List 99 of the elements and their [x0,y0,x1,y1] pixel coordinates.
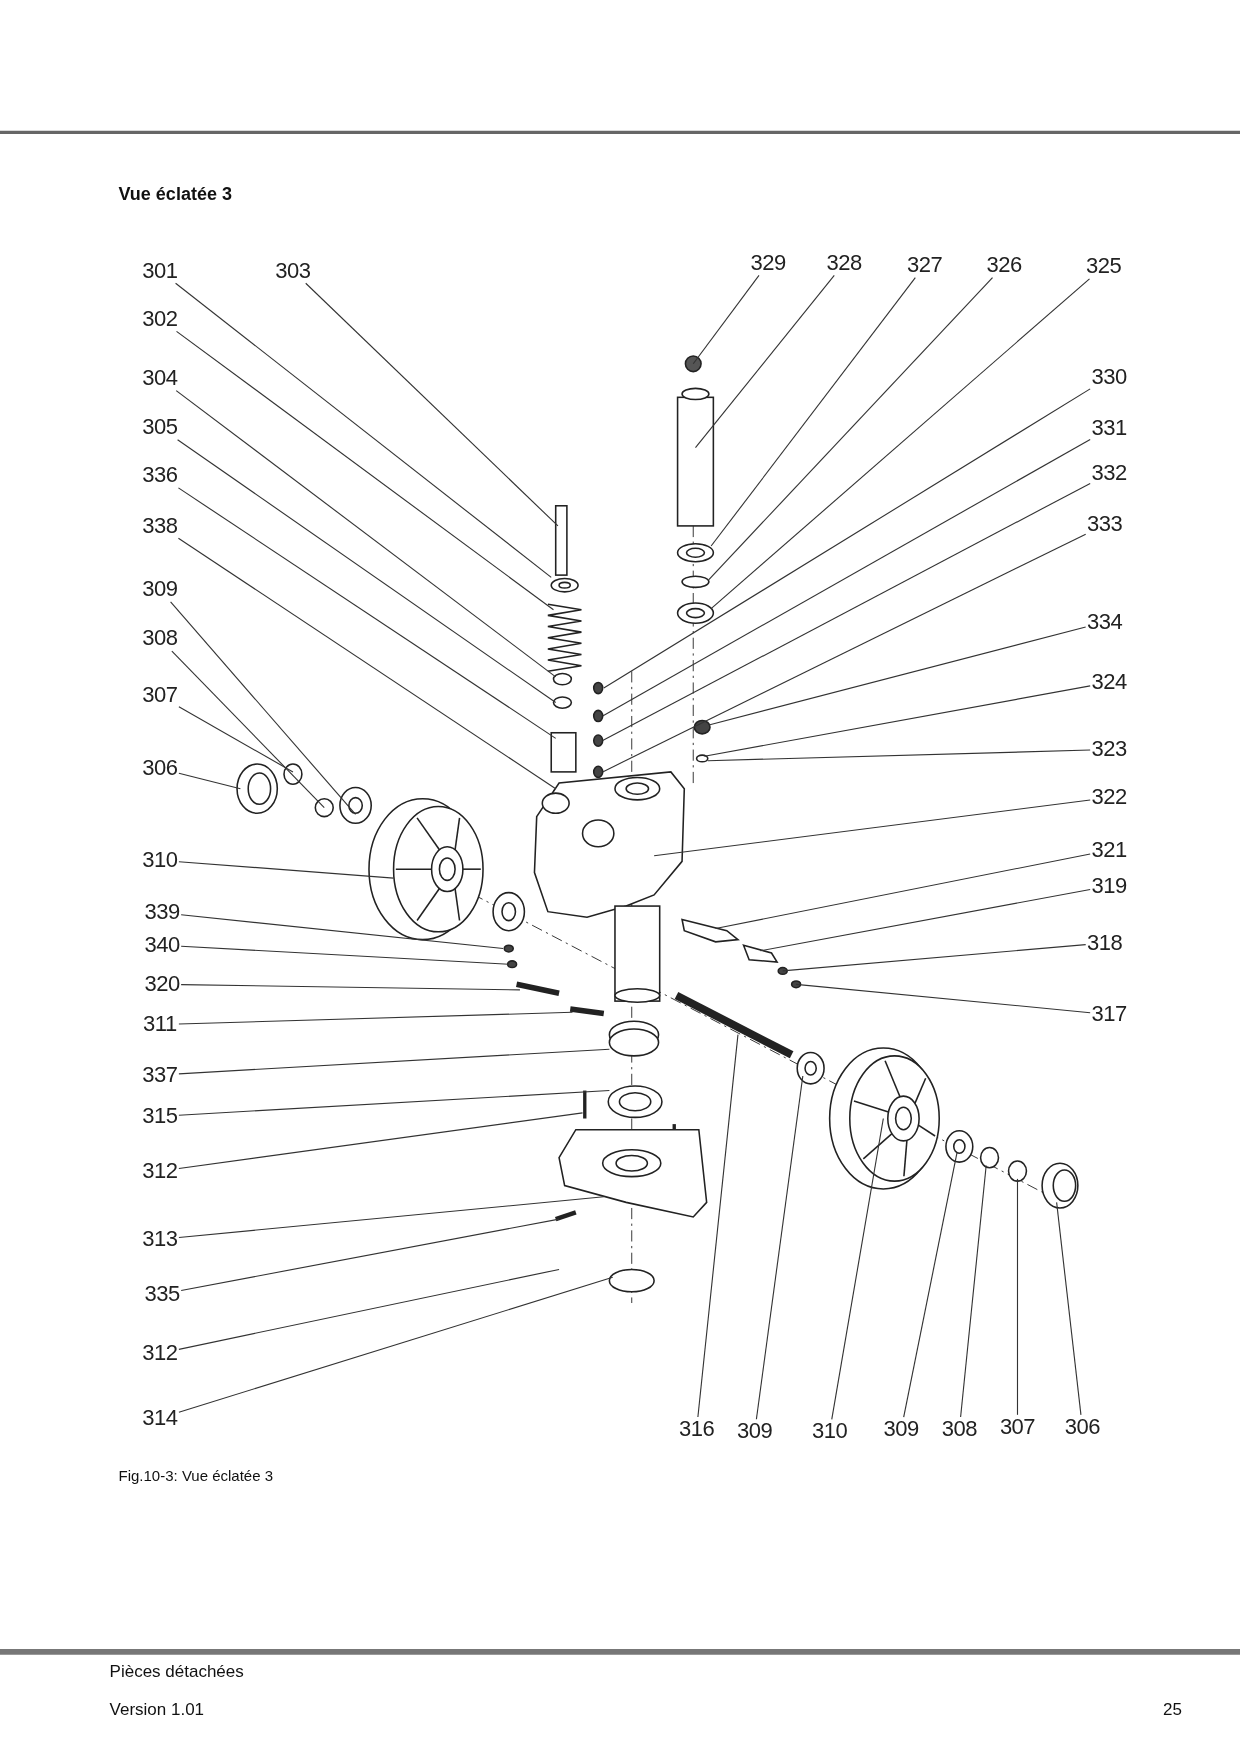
callout-number: 313 [142,1226,178,1251]
callout-number: 308 [142,626,178,651]
callout-number: 314 [142,1405,178,1430]
callout-number: 337 [142,1062,178,1087]
callout-number: 320 [144,971,180,996]
callout-number: 310 [142,847,178,872]
callout-number: 306 [1064,1414,1100,1439]
leader-line [180,984,521,991]
leader-line [1016,1178,1019,1416]
leader-line [177,537,557,790]
leader-line [1056,1201,1082,1416]
leader-line [960,1164,987,1418]
callout-number: 305 [142,415,178,440]
leader-line [176,330,555,611]
leader-line [653,799,1091,857]
callout-number: 317 [1091,1002,1127,1027]
callout-number: 319 [1091,873,1127,898]
callout-number: 316 [678,1416,715,1441]
callout-number: 301 [142,258,178,283]
leader-line [175,390,557,678]
callout-number: 339 [144,900,180,925]
callout-number: 307 [999,1414,1036,1439]
leader-line [782,944,1087,972]
leader-line [178,1090,610,1116]
callout-number: 307 [142,683,178,708]
callout-number: 324 [1091,670,1127,695]
callout-number: 309 [883,1416,919,1441]
leader-line [692,274,760,365]
leader-line [180,914,504,950]
leader-line [170,601,357,815]
callout-number: 328 [826,250,862,275]
callout-number: 322 [1091,785,1127,810]
callout-number: 306 [142,756,178,781]
callout-number: 311 [143,1012,177,1037]
callout-number: 312 [142,1340,178,1365]
leader-line [178,861,395,879]
leader-line [178,1112,584,1169]
leader-line [708,626,1087,726]
leader-line [710,278,1091,610]
leader-line [710,277,916,547]
leader-line [703,685,1091,757]
page-heading: Vue éclatée 3 [118,184,232,206]
leader-line [602,438,1091,717]
leader-line [697,1034,739,1418]
leader-line [175,282,552,578]
callout-number: 332 [1091,460,1127,485]
leader-line [708,277,994,581]
callout-number: 304 [142,365,178,390]
leader-line [602,533,1087,773]
leader-line [831,1117,884,1420]
callout-number: 310 [812,1419,848,1444]
callout-number: 331 [1091,416,1127,441]
figure-caption: Fig.10-3: Vue éclatée 3 [118,1466,274,1484]
leader-line [759,888,1091,952]
leader-line [178,1048,610,1075]
leader-line [694,274,835,449]
leader-line [178,706,294,773]
leader-line [305,282,559,527]
callout-number: 303 [275,258,311,283]
page-number: 25 [1163,1699,1183,1720]
callout-number: 318 [1087,930,1123,955]
callout-number: 321 [1091,837,1127,862]
callout-number: 308 [941,1416,977,1441]
callout-number: 315 [142,1103,178,1128]
leader-line [177,487,557,739]
callout-number: 335 [144,1281,180,1306]
callout-number: 333 [1087,512,1123,537]
callout-number: 302 [142,306,178,331]
leader-line [755,1075,804,1420]
leader-line [178,1011,574,1025]
leader-line [180,945,510,965]
callout-number: 327 [907,253,943,277]
leader-line [178,1268,560,1350]
leader-line [795,983,1091,1014]
callout-number: 312 [142,1158,178,1183]
callout-number: 336 [142,463,178,488]
leader-line [178,772,241,790]
callout-number: 326 [986,253,1022,277]
callout-number: 330 [1091,364,1127,389]
callout-number: 340 [144,932,180,957]
leader-line [177,439,557,704]
callout-number: 323 [1091,737,1127,762]
leader-line [903,1151,958,1418]
leader-line [180,1218,560,1292]
callout-number: 329 [750,250,786,275]
version-text: Version 1.01 [109,1699,205,1720]
leader-line [603,388,1091,689]
leader-line [178,1196,605,1238]
leader-line [178,1276,614,1413]
leader-line [707,749,1091,762]
leader-line [602,482,1091,742]
callout-number: 338 [142,513,178,538]
callout-number: 325 [1085,254,1122,279]
callout-number: 334 [1087,609,1123,634]
callout-number: 309 [737,1419,773,1444]
callout-number: 309 [142,577,178,602]
leader-line [715,853,1091,929]
leader-line [171,650,325,809]
section-footer-text: Pièces détachées [109,1661,244,1682]
